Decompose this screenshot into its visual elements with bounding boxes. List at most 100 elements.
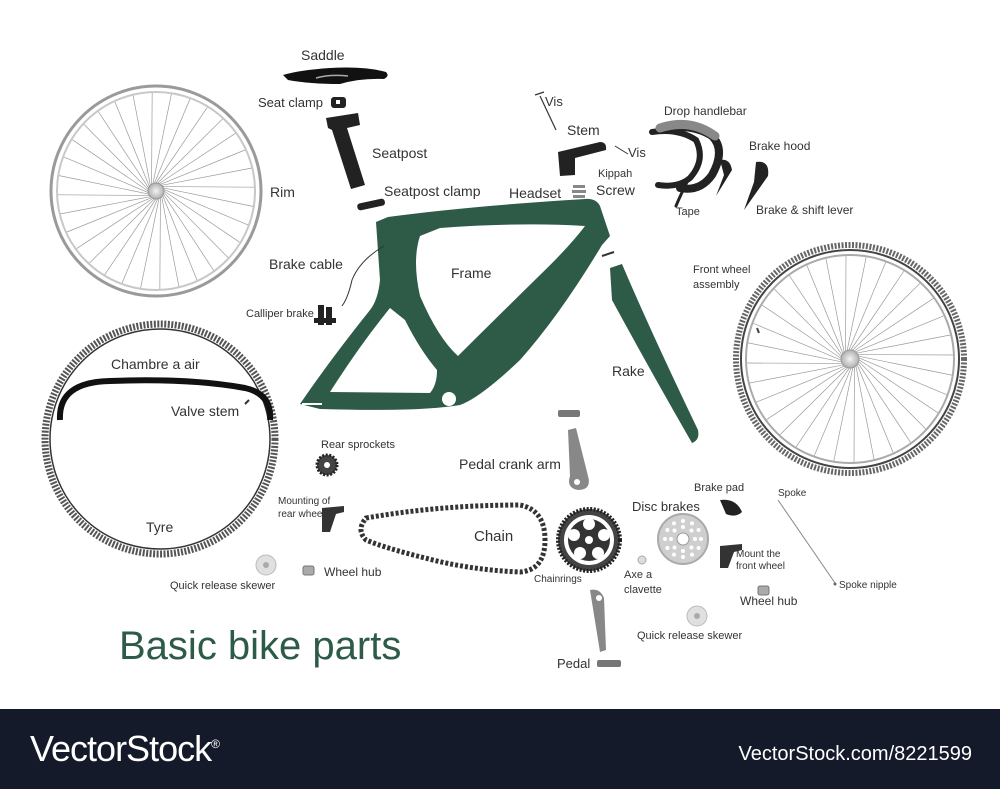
watermark-footer: VectorStock® VectorStock.com/8221599 bbox=[0, 709, 1000, 789]
seatpost-shape bbox=[326, 113, 365, 189]
spoke-line bbox=[163, 193, 214, 271]
spoke-line bbox=[161, 196, 180, 287]
label-mounting-rear-wheel-line2: rear wheel bbox=[278, 509, 325, 520]
spoke-line bbox=[848, 262, 886, 352]
spoke-line bbox=[132, 95, 151, 186]
label-chainrings: Chainrings bbox=[534, 574, 582, 585]
spoke-line bbox=[89, 198, 155, 264]
spoke-line bbox=[163, 189, 249, 226]
label-front-wheel-assembly-line2: assembly bbox=[693, 279, 740, 291]
disc-hole bbox=[681, 525, 685, 529]
label-axe-a-clavette-line1: Axe a bbox=[624, 569, 653, 581]
spoke-line bbox=[157, 118, 223, 184]
disc-hole bbox=[672, 521, 676, 526]
rim-wheel bbox=[49, 84, 263, 298]
label-spoke-nipple: Spoke nipple bbox=[839, 580, 897, 591]
label-seatpost: Seatpost bbox=[372, 145, 428, 161]
chain-shape bbox=[358, 502, 548, 575]
disc-hole bbox=[689, 545, 694, 550]
spoke-line bbox=[857, 355, 952, 376]
spoke-line bbox=[140, 198, 160, 288]
spoke-line bbox=[163, 187, 253, 207]
spoke-line bbox=[104, 198, 157, 275]
chainring-shape bbox=[556, 507, 622, 573]
label-calliper-brake: Calliper brake bbox=[246, 308, 314, 320]
disc-hole bbox=[669, 537, 673, 541]
spoke-line bbox=[857, 360, 926, 430]
label-mount-front-wheel-line2: front wheel bbox=[736, 561, 785, 572]
brand-registered-mark: ® bbox=[211, 737, 220, 751]
disc-hole bbox=[665, 528, 670, 532]
spoke-line bbox=[854, 315, 944, 353]
spoke-line bbox=[756, 365, 846, 403]
disc-brake-shape bbox=[657, 513, 709, 565]
spoke-line bbox=[58, 194, 150, 196]
spoke-line bbox=[121, 198, 158, 284]
label-saddle: Saddle bbox=[301, 47, 345, 63]
spoke-line bbox=[162, 195, 198, 281]
label-wheel-hub-right: Wheel hub bbox=[740, 594, 798, 608]
spoke-line bbox=[753, 323, 843, 361]
spoke-line bbox=[98, 111, 149, 189]
spoke-line bbox=[161, 167, 252, 186]
disc-hole bbox=[699, 537, 703, 541]
label-chain: Chain bbox=[474, 528, 514, 545]
stem-shape bbox=[558, 142, 607, 176]
label-rear-sprockets: Rear sprockets bbox=[321, 439, 395, 451]
spoke-line bbox=[158, 133, 236, 184]
label-pedal: Pedal bbox=[557, 656, 591, 671]
spoke-line bbox=[855, 364, 875, 460]
label-screw: Screw bbox=[596, 182, 635, 198]
spoke-line bbox=[152, 94, 172, 184]
label-quick-release-right: Quick release skewer bbox=[637, 630, 743, 642]
label-brake-hood: Brake hood bbox=[749, 139, 811, 153]
label-quick-release-left: Quick release skewer bbox=[170, 580, 276, 592]
spoke-line bbox=[159, 197, 161, 289]
label-rim: Rim bbox=[270, 184, 295, 200]
label-rake: Rake bbox=[612, 363, 645, 379]
label-headset: Headset bbox=[509, 185, 562, 201]
fork-rake-shape bbox=[610, 264, 699, 443]
spoke-line bbox=[83, 124, 149, 190]
calliper-brake-shape bbox=[314, 305, 336, 325]
brake-lever-shape bbox=[744, 161, 769, 210]
spoke-line bbox=[162, 186, 254, 188]
label-frame: Frame bbox=[451, 265, 492, 281]
spoke-line bbox=[851, 283, 921, 352]
spoke-line bbox=[814, 366, 852, 456]
disc-hole bbox=[681, 549, 685, 553]
label-seatpost-clamp: Seatpost clamp bbox=[384, 183, 481, 199]
spoke-line bbox=[795, 366, 851, 448]
label-stem: Stem bbox=[567, 122, 600, 138]
disc-hole bbox=[690, 552, 694, 557]
disc-hole bbox=[672, 552, 676, 557]
brake-hood-shape bbox=[716, 159, 732, 196]
label-mounting-rear-wheel-line1: Mounting of bbox=[278, 496, 331, 507]
label-vis-top: Vis bbox=[545, 94, 563, 109]
spoke-line bbox=[151, 93, 153, 185]
label-pedal-crank-arm: Pedal crank arm bbox=[459, 456, 561, 472]
label-vis-right: Vis bbox=[628, 145, 646, 160]
spoke-line bbox=[76, 198, 154, 249]
spoke-line bbox=[163, 190, 240, 243]
label-axe-a-clavette-line2: clavette bbox=[624, 584, 662, 596]
spoke-line bbox=[114, 101, 150, 187]
spoke-line bbox=[66, 197, 152, 233]
bike-parts-illustration bbox=[41, 67, 967, 667]
brand-logo: VectorStock® bbox=[30, 731, 220, 767]
label-valve-stem: Valve stem bbox=[171, 403, 240, 419]
spoke-line bbox=[748, 342, 843, 363]
label-mount-front-wheel-line1: Mount the bbox=[736, 549, 781, 560]
label-brake-pad: Brake pad bbox=[694, 482, 745, 494]
label-disc-brakes: Disc brakes bbox=[632, 499, 700, 514]
drop-handlebar-shape bbox=[649, 119, 723, 208]
spoke-line bbox=[779, 366, 849, 435]
label-brake-cable: Brake cable bbox=[269, 256, 343, 272]
disc-hole bbox=[672, 545, 677, 550]
disc-hole bbox=[663, 537, 667, 541]
spoke-line bbox=[852, 298, 934, 352]
spoke-line bbox=[857, 361, 911, 443]
label-drop-handlebar: Drop handlebar bbox=[664, 104, 747, 118]
label-wheel-hub-left: Wheel hub bbox=[324, 565, 382, 579]
spoke-line bbox=[825, 258, 845, 354]
